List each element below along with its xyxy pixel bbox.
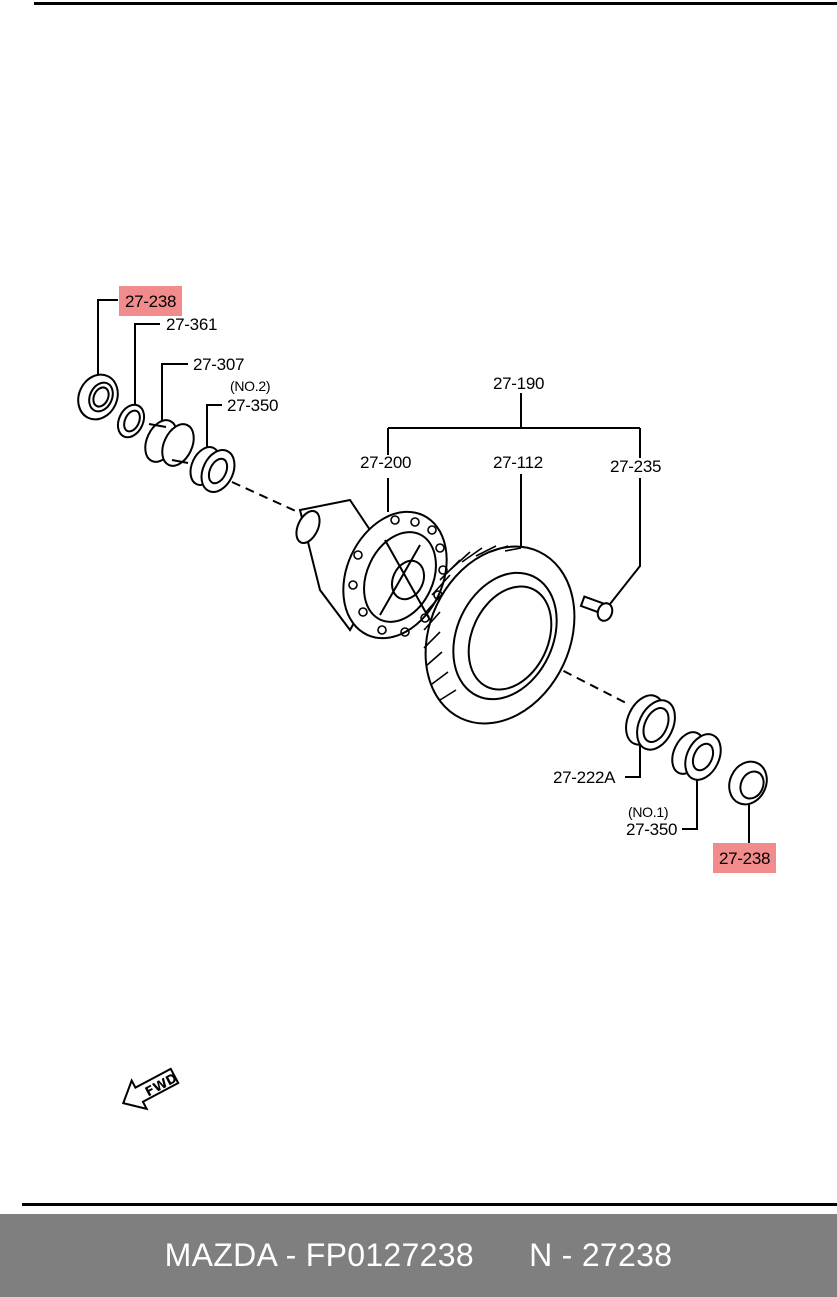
outer-race-right-part [625, 694, 676, 751]
callout-bearing-no1: 27-350 [626, 820, 678, 839]
footer-bar: MAZDA - FP0127238 N - 27238 [0, 1214, 837, 1297]
footer-brand-part: MAZDA - FP0127238 [164, 1237, 474, 1273]
callout-outer-race-right: 27-222A [553, 768, 616, 787]
differential-case-part [295, 498, 448, 640]
leader-outer-race-left [161, 363, 188, 425]
footer-border [22, 1203, 837, 1206]
callout-ring-shim: 27-361 [166, 315, 218, 334]
callout-seal-left: 27-238 [119, 286, 183, 316]
callout-bolt: 27-235 [610, 457, 662, 476]
bolt-part [579, 595, 614, 622]
callout-outer-race-left: 27-307 [193, 355, 245, 374]
leader-bearing-no1 [682, 773, 698, 830]
ring-gear-part [424, 545, 576, 725]
callout-diff-case: 27-200 [360, 453, 412, 472]
shim-ring-part [116, 403, 146, 439]
callout-bearing-no2-note: (NO.2) [230, 378, 271, 394]
callout-bearing-no2: 27-350 [227, 396, 279, 415]
leader-outer-race-right [625, 733, 641, 778]
oil-seal-left-part [77, 373, 119, 421]
top-border [34, 2, 837, 5]
leader-bolt [609, 478, 641, 605]
callout-seal-right: 27-238 [713, 843, 777, 873]
fwd-direction-icon: FWD [121, 1067, 180, 1111]
footer-ref: N - 27238 [529, 1237, 673, 1273]
callout-bearing-no1-note: (NO.1) [628, 804, 669, 820]
leader-seal-left [97, 299, 118, 378]
oil-seal-right-part [728, 760, 768, 806]
callout-ring-gear: 27-112 [493, 453, 543, 472]
bearing-no2-part [189, 446, 236, 493]
callout-assembly: 27-190 [493, 374, 545, 393]
leader-ring-shim [134, 323, 160, 405]
leader-bearing-no2 [206, 404, 222, 448]
outer-race-left-part [144, 419, 195, 467]
bearing-no1-part [671, 731, 722, 781]
center-axis [231, 481, 301, 514]
footer-gap [474, 1237, 529, 1274]
